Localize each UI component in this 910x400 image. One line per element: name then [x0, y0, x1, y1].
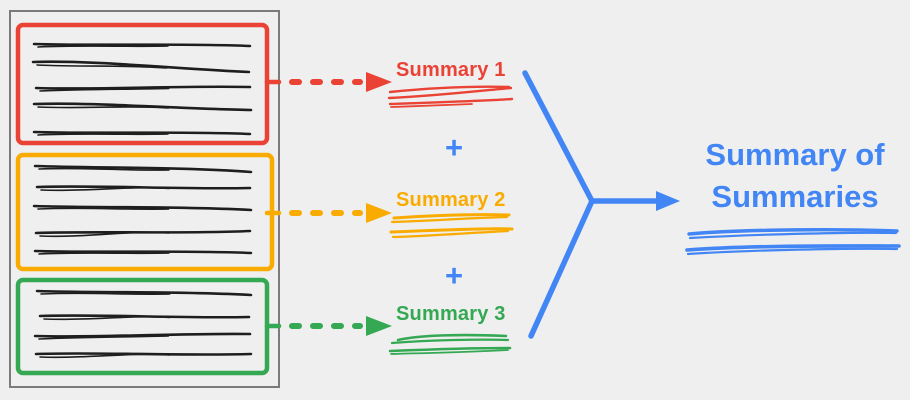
summary-1-text-scribble [387, 85, 514, 108]
document-section-3 [15, 277, 270, 376]
summary-2-text-scribble [389, 213, 514, 239]
document-text-scribbles-1 [31, 42, 253, 136]
dashed-arrow-2-icon [264, 203, 392, 223]
merge-branch-lines [522, 70, 595, 339]
document-section-1-box [15, 22, 270, 146]
plus-operator-1: + [444, 130, 464, 165]
dashed-arrow-3-icon [264, 316, 392, 336]
document-section-1 [15, 22, 270, 146]
document-section-2 [15, 152, 275, 272]
document-panel-border [9, 10, 280, 388]
plus-operator-2: + [444, 258, 464, 293]
result-text-scribble [685, 228, 901, 256]
summary-2-label: Summary 2 [396, 189, 506, 211]
summary-1-label: Summary 1 [396, 59, 506, 81]
document-text-scribbles-3 [33, 289, 253, 359]
summary-3-label: Summary 3 [396, 303, 506, 325]
merge-arrowhead-icon [656, 191, 680, 211]
dashed-arrow-1-icon [264, 72, 392, 92]
document-panel [9, 10, 280, 388]
summary-3-text-scribble [388, 333, 512, 355]
result-line-1: Summary of [705, 137, 885, 172]
merge-connector [522, 70, 680, 339]
document-text-scribbles-2 [32, 164, 253, 255]
summary-of-summaries-label: Summary of Summaries [674, 134, 910, 218]
result-line-2: Summaries [711, 179, 879, 214]
